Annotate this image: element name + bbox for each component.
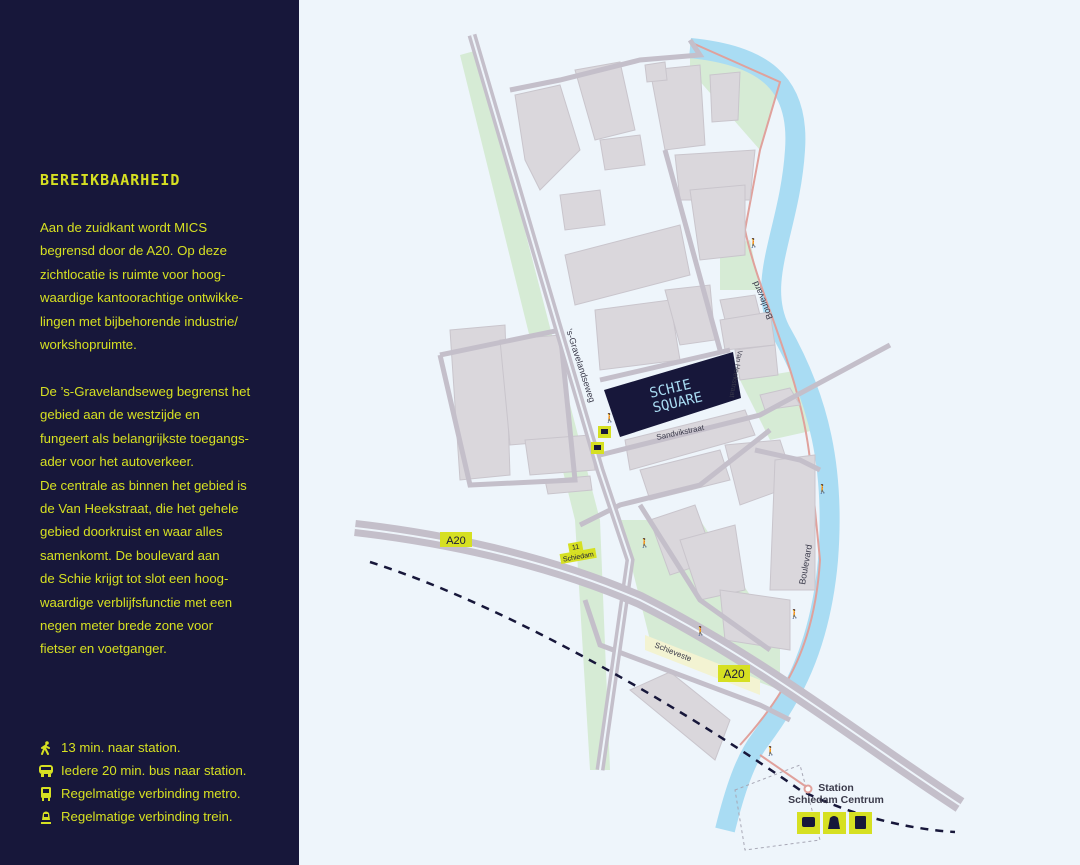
bus-icon <box>38 764 54 778</box>
railway <box>369 560 956 834</box>
area-map: SCHIE SQUARE 's-Gravelandseweg Sandvikst… <box>354 33 965 851</box>
station-transport-icons <box>797 812 872 834</box>
legend-item-walk: 13 min. naar station. <box>38 736 246 759</box>
legend-label: Regelmatige verbinding metro. <box>61 786 241 801</box>
bus-stop-icon <box>598 426 611 438</box>
legend: 13 min. naar station. Iedere 20 min. bus… <box>38 736 246 828</box>
legend-item-bus: Iedere 20 min. bus naar station. <box>38 759 246 782</box>
walk-icon: 🚶 <box>695 625 706 636</box>
a20-label: A20 <box>723 667 745 681</box>
local-roads <box>437 38 892 723</box>
roads-paragraph: De ’s-Gravelandseweg begrenst het gebied… <box>40 384 251 657</box>
legend-item-metro: Regelmatige verbinding metro. <box>38 782 246 805</box>
intro-paragraph: Aan de zuidkant wordt MICS begrensd door… <box>40 220 244 353</box>
train-icon <box>38 810 54 824</box>
legend-label: 13 min. naar station. <box>61 740 181 755</box>
legend-label: Iedere 20 min. bus naar station. <box>61 763 247 778</box>
station-name-line1: Station <box>818 782 854 794</box>
legend-label: Regelmatige verbinding trein. <box>61 809 233 824</box>
walk-markers: 🚶 🚶 🚶 🚶 🚶 🚶 🚶 <box>604 237 828 756</box>
section-title: BEREIKBAARHEID <box>40 171 181 189</box>
exit-number: 11 <box>572 544 580 552</box>
walk-icon: 🚶 <box>604 412 615 423</box>
walk-route <box>759 754 809 789</box>
walk-icon: 🚶 <box>765 745 776 756</box>
road-centerline <box>471 34 632 771</box>
a20-badge <box>718 665 750 682</box>
walk-icon: 🚶 <box>639 537 650 548</box>
a20-badge <box>440 532 472 547</box>
a20-label: A20 <box>446 535 466 547</box>
info-panel: BEREIKBAARHEID Aan de zuidkant wordt MIC… <box>0 0 299 865</box>
buildings <box>449 61 816 761</box>
legend-item-train: Regelmatige verbinding trein. <box>38 805 246 828</box>
river-schie <box>688 38 840 833</box>
station-marker <box>803 784 813 794</box>
walk-icon <box>38 740 54 755</box>
bus-stop-icon <box>591 442 604 454</box>
walk-icon: 🚶 <box>789 608 800 619</box>
schie-square-site <box>604 352 741 437</box>
metro-icon <box>38 786 54 801</box>
station-name-line2: Schiedam Centrum <box>788 794 884 806</box>
walk-icon: 🚶 <box>817 483 828 494</box>
walk-icon: 🚶 <box>748 237 759 248</box>
